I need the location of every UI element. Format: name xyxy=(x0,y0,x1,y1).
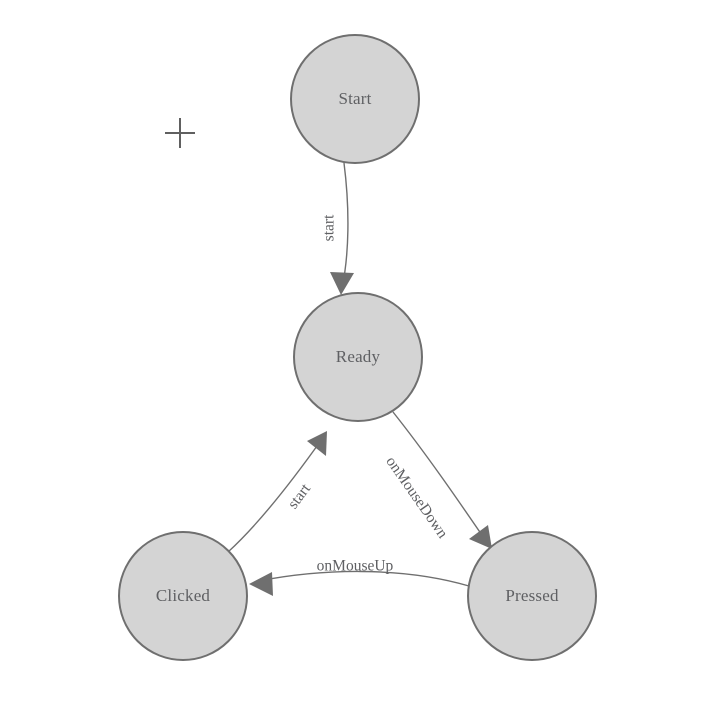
edge-start-to-ready-arrowhead xyxy=(330,272,354,295)
edge-pressed-to-clicked[interactable]: onMouseUp xyxy=(249,558,470,596)
node-start-circle[interactable] xyxy=(290,34,420,164)
edge-clicked-to-ready[interactable]: start xyxy=(227,431,327,553)
edge-start-to-ready[interactable]: start xyxy=(321,162,354,295)
node-ready-circle[interactable] xyxy=(293,292,423,422)
node-start[interactable]: Start xyxy=(290,34,420,164)
edge-label-ready-to-pressed: onMouseDown xyxy=(382,453,451,541)
edge-ready-to-pressed[interactable]: onMouseDown xyxy=(382,411,492,549)
crosshair-marker[interactable] xyxy=(165,118,195,148)
node-pressed-circle[interactable] xyxy=(467,531,597,661)
edge-ready-to-pressed-arrowhead xyxy=(469,525,492,549)
edge-clicked-to-ready-path xyxy=(227,438,323,553)
edge-label-clicked-to-ready: start xyxy=(284,480,314,512)
edge-start-to-ready-path xyxy=(341,162,349,289)
node-clicked[interactable]: Clicked xyxy=(118,531,248,661)
node-clicked-circle[interactable] xyxy=(118,531,248,661)
node-pressed[interactable]: Pressed xyxy=(467,531,597,661)
edge-label-start-to-ready: start xyxy=(321,214,338,241)
edge-pressed-to-clicked-path xyxy=(258,570,470,587)
edge-ready-to-pressed-path xyxy=(392,411,487,542)
edge-clicked-to-ready-arrowhead xyxy=(307,431,327,456)
node-ready[interactable]: Ready xyxy=(293,292,423,422)
edge-pressed-to-clicked-arrowhead xyxy=(249,572,273,596)
